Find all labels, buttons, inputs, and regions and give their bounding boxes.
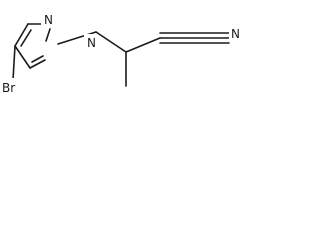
bond-c4-br [12,45,16,81]
bond-c5-n1-inner [31,55,44,63]
bond-c3-c4-inner [20,29,32,47]
molecule-drawing: N N Br N [0,11,244,96]
atom-label-pyrazole-n2: N [44,13,53,27]
atom-label-pyrazole-n1: N [87,36,96,50]
bond-c3-c4 [14,23,29,47]
bond-ch-cn-carbon [125,37,161,53]
bond-c4-c5 [14,45,31,69]
bond-ch2-ch [95,31,127,53]
structure-canvas: N N Br N [0,0,248,112]
atom-label-nitrile-n: N [231,27,240,41]
atom-label-bromine: Br [2,81,15,95]
bond-n1-n2 [45,28,51,42]
bond-c5-n1 [29,59,46,69]
